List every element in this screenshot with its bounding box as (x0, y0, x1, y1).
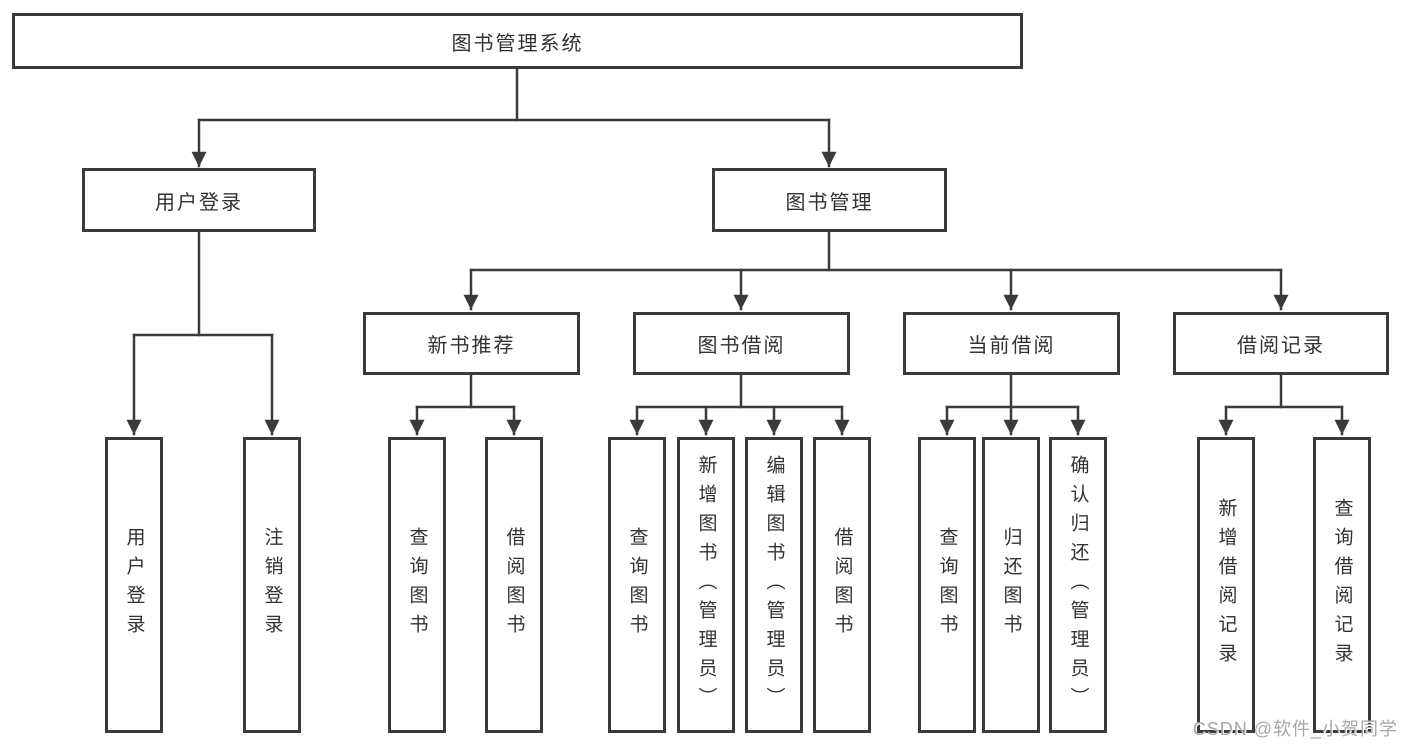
node-new-book-recommendation: 新书推荐 (363, 312, 580, 375)
node-book-management: 图书管理 (712, 168, 947, 232)
node-label: 借阅图书 (503, 527, 525, 643)
leaf-return-books: 归还图书 (982, 437, 1040, 733)
node-label: 用户登录 (123, 527, 145, 643)
node-current-borrowing: 当前借阅 (903, 312, 1120, 375)
node-label: 查询图书 (626, 527, 648, 643)
node-label: 归还图书 (1000, 527, 1022, 643)
node-label: 查询图书 (406, 527, 428, 643)
node-user-login: 用户登录 (82, 168, 316, 232)
leaf-borrow-books-borrowing: 借阅图书 (813, 437, 871, 733)
leaf-logout: 注销登录 (243, 437, 301, 733)
leaf-edit-book-admin: 编辑图书（管理员） (745, 437, 803, 733)
node-label: 当前借阅 (967, 335, 1056, 357)
node-borrowing-records: 借阅记录 (1173, 312, 1389, 375)
node-label: 查询借阅记录 (1331, 498, 1353, 672)
node-library-management-system: 图书管理系统 (12, 13, 1023, 69)
node-book-borrowing: 图书借阅 (633, 312, 850, 375)
node-label: 用户登录 (155, 191, 243, 214)
leaf-add-borrow-record: 新增借阅记录 (1197, 437, 1255, 733)
node-label: 确认归还（管理员） (1067, 454, 1089, 716)
node-label: 借阅记录 (1237, 335, 1325, 357)
watermark: CSDN @软件_小贺同学 (1192, 719, 1398, 739)
node-label: 图书管理 (785, 191, 874, 214)
leaf-user-login: 用户登录 (105, 437, 163, 733)
node-label: 新增图书（管理员） (695, 454, 717, 716)
leaf-query-books-recommend: 查询图书 (388, 437, 446, 733)
leaf-query-borrow-record: 查询借阅记录 (1313, 437, 1371, 733)
leaf-query-books-borrowing: 查询图书 (608, 437, 666, 733)
leaf-query-books-current: 查询图书 (918, 437, 976, 733)
node-label: 图书借阅 (697, 335, 786, 357)
leaf-confirm-return-admin: 确认归还（管理员） (1049, 437, 1107, 733)
node-label: 新书推荐 (427, 335, 516, 357)
node-label: 注销登录 (261, 527, 283, 643)
leaf-add-book-admin: 新增图书（管理员） (677, 437, 735, 733)
node-label: 借阅图书 (831, 527, 853, 643)
leaf-borrow-books-recommend: 借阅图书 (485, 437, 543, 733)
node-label: 编辑图书（管理员） (763, 454, 785, 716)
node-label: 图书管理系统 (451, 32, 584, 55)
node-label: 新增借阅记录 (1215, 498, 1237, 672)
node-label: 查询图书 (936, 527, 958, 643)
